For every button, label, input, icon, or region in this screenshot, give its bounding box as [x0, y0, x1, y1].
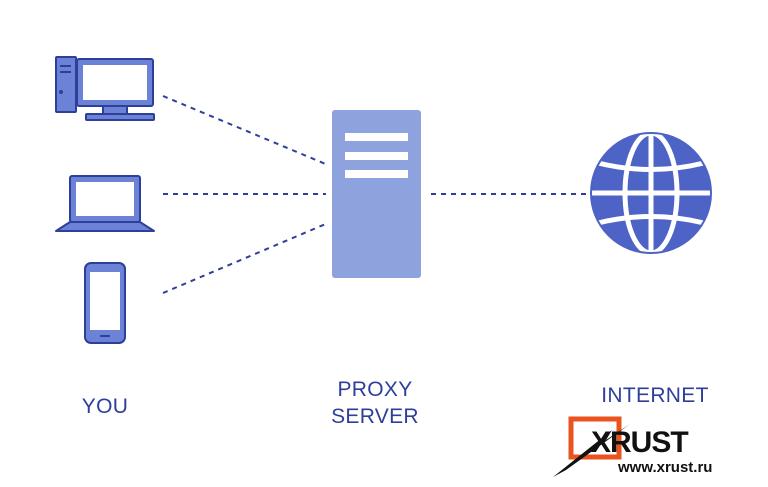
server-icon [332, 110, 421, 278]
proxy-server-label: PROXY SERVER [305, 376, 445, 430]
connector-desktop-to-proxy [162, 95, 329, 166]
internet-label-text: INTERNET [601, 384, 709, 407]
xrust-logo: XRUST [553, 416, 689, 477]
proxy-label-line2: SERVER [331, 405, 419, 428]
you-label-text: YOU [81, 395, 129, 418]
desktop-computer-icon [55, 56, 155, 121]
you-label: YOU [60, 393, 150, 420]
watermark-url: www.xrust.ru [618, 459, 713, 476]
svg-text:XRUST: XRUST [591, 426, 688, 459]
proxy-label-line1: PROXY [337, 378, 413, 401]
laptop-icon [55, 175, 155, 232]
internet-label: INTERNET [575, 382, 735, 409]
connectors [162, 95, 587, 294]
connector-phone-to-proxy [162, 222, 329, 294]
smartphone-icon [84, 262, 126, 344]
globe-icon [590, 132, 712, 254]
